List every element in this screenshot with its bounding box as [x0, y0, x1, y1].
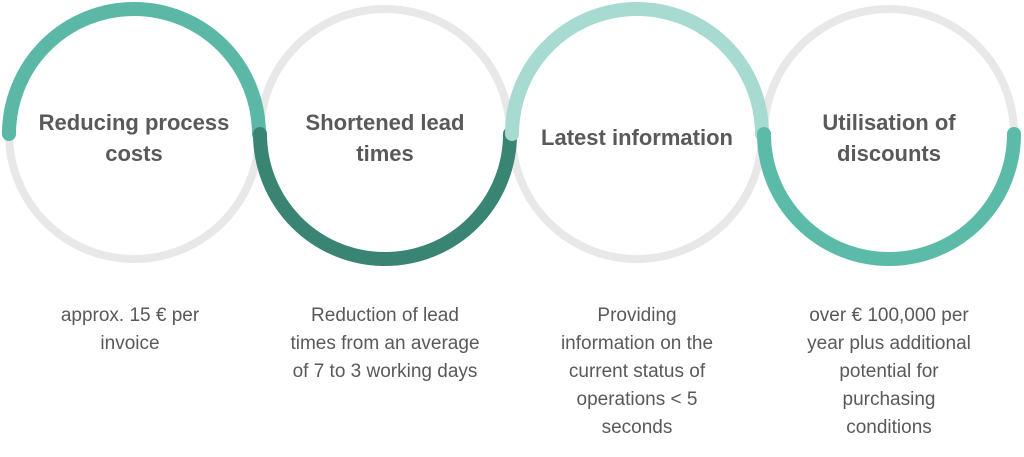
ring-arc-4 [757, 127, 1021, 266]
step-2-desc-line: Reduction of lead [311, 305, 459, 326]
step-1-title: Reducing process costs [24, 107, 244, 169]
step-3-desc-line: operations < 5 [576, 389, 698, 410]
step-3-desc-line: Providing [597, 305, 677, 326]
step-3-title: Latest information [527, 122, 747, 153]
step-2-description: Reduction of lead times from an average … [270, 302, 500, 386]
ring-arc-2 [253, 127, 517, 266]
step-4-desc-line: year plus additional [807, 333, 971, 354]
step-1-title-line2: costs [105, 141, 163, 166]
step-2-title-line2: times [356, 141, 414, 166]
step-1-desc-line: invoice [100, 333, 160, 354]
step-4-title-line1: Utilisation of [822, 110, 956, 135]
step-4-description: over € 100,000 per year plus additional … [774, 302, 1004, 442]
step-3-desc-line: seconds [601, 417, 673, 438]
step-3-desc-line: information on the [560, 333, 714, 354]
step-2-title: Shortened lead times [275, 107, 495, 169]
step-1-desc-line: approx. 15 € per [60, 305, 200, 326]
step-4-title: Utilisation of discounts [779, 107, 999, 169]
ring-arc-3 [505, 2, 769, 141]
step-4-desc-line: purchasing [842, 389, 936, 410]
step-1-description: approx. 15 € per invoice [15, 302, 245, 358]
step-3-desc-line: current status of [568, 361, 706, 382]
step-2-desc-line: times from an average [290, 333, 480, 354]
step-2-title-line1: Shortened lead [305, 110, 465, 135]
step-4-desc-line: potential for [839, 361, 939, 382]
step-2-desc-line: of 7 to 3 working days [292, 361, 478, 382]
step-1-title-line1: Reducing process [38, 110, 230, 135]
step-4-desc-line: over € 100,000 per [809, 305, 969, 326]
step-3-title-line1: Latest information [541, 125, 733, 150]
step-3-description: Providing information on the current sta… [522, 302, 752, 442]
ring-arc-1 [2, 2, 266, 141]
step-4-desc-line: conditions [846, 417, 932, 438]
step-4-title-line2: discounts [837, 141, 941, 166]
